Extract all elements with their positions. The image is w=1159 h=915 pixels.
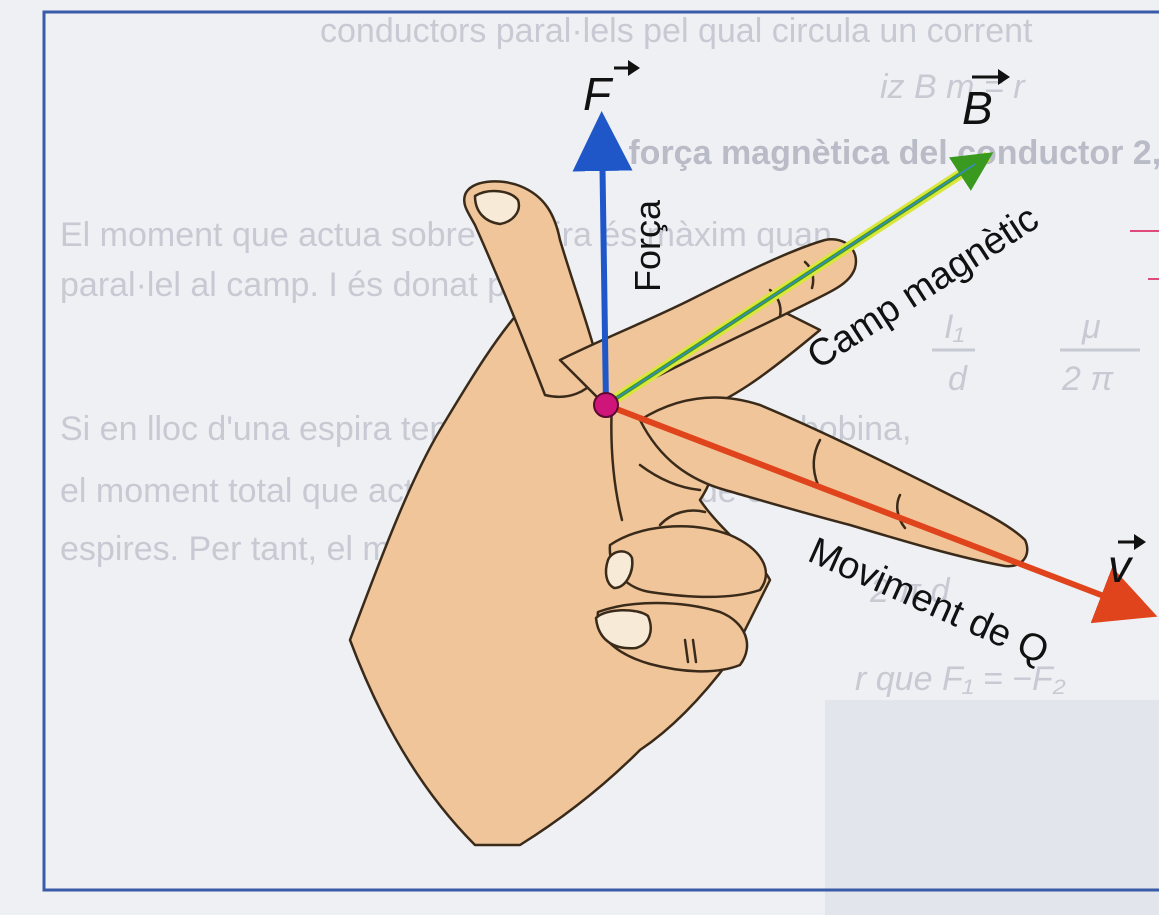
fraction-denominator: d [948, 360, 968, 398]
field-symbol: B [962, 82, 993, 134]
fraction-numerator: I₁ [944, 308, 964, 346]
force-symbol: F [583, 68, 614, 120]
force-label: Força [627, 199, 668, 292]
velocity-symbol: v [1108, 540, 1134, 592]
background-text-line: conductors paral·lels pel qual circula u… [320, 12, 1033, 50]
origin-point [594, 393, 618, 417]
force-arrow [602, 135, 606, 405]
background-text-line: El moment que actua sobre l'espira és mà… [60, 216, 832, 254]
fraction-numerator: μ [1081, 308, 1101, 346]
background-text-line: paral·lel al camp. I és donat per: [60, 266, 546, 304]
background-text-line: a força magnètica del conductor 2, produ… [600, 134, 1159, 172]
shaded-box [825, 700, 1159, 915]
fraction-denominator: 2 π [1061, 360, 1114, 398]
